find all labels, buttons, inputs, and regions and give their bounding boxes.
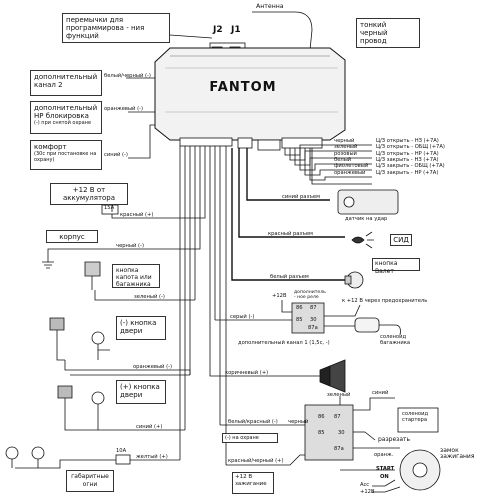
starter-relay-pin-30: 30 [338, 430, 345, 436]
comfort-box: комфорт (30с при постановке на охрану) [30, 140, 102, 170]
minus-door-box: (-) кнопка двери [116, 316, 166, 340]
comfort-wire: синий (-) [104, 152, 128, 158]
jumpers-note-text: перемычки для программирова - ния функци… [66, 16, 145, 40]
on-label: ON [380, 474, 389, 480]
fuse-note: к +12 В через предохранитель [342, 298, 428, 304]
cz-wire-label: Ц/З открыть - НР (+7А) [376, 151, 439, 157]
white-red-wire-label: белый/красный (-) [228, 419, 278, 425]
aux-relay-pin-87: 87 [310, 305, 317, 311]
comfort-note: (30с при постановке на охрану) [34, 151, 97, 163]
aux-relay-pin-87a: 87a [308, 325, 318, 331]
plus12b-label: +12В [360, 489, 375, 495]
orange-label: оранж. [374, 452, 394, 458]
led-box: СИД [390, 234, 412, 246]
cz-wire-color: зеленый [334, 144, 358, 150]
brown-wire-label: коричневый (+) [225, 370, 269, 376]
ignition-plus12-box: +12 В зажигание [232, 472, 274, 494]
blue-label: синий [372, 390, 389, 396]
jumpers-note-box: перемычки для программирова - ния функци… [62, 13, 170, 43]
blue-connector-label: синий разъем [282, 194, 321, 200]
starter-relay-pin-87: 87 [334, 414, 341, 420]
immobilizer-label: дополнительный НР блокировка [34, 104, 98, 120]
cz-wire-color: розовый [334, 151, 357, 157]
aux-relay-pin-86: 86 [296, 305, 303, 311]
black-label: черный [288, 419, 309, 425]
red-connector-label: красный разъем [268, 231, 313, 237]
cz-wire-color: оранжевый [334, 170, 366, 176]
thin-black-wire-text: тонкий черный провод [360, 21, 388, 45]
start-label: START [376, 466, 395, 472]
immobilizer-wire: оранжевый (-) [104, 106, 143, 112]
led-label: СИД [393, 236, 409, 244]
fuse-10a: 10A [116, 448, 127, 454]
aux-relay-pin-85: 85 [296, 317, 303, 323]
battery-label: +12 В от аккумулятора [62, 186, 116, 202]
immobilizer-note: (-) при снятой охране [34, 120, 92, 126]
trunk-solenoid-label: соленоид багажника [380, 334, 411, 346]
orange-wire-label: оранжевый (-) [133, 364, 172, 370]
battery-box: +12 В от аккумулятора [50, 183, 128, 205]
cz-wire-color: фиолетовый [334, 163, 369, 169]
channel2-wire: белый/черный (-) [104, 73, 151, 79]
immobilizer-box: дополнительный НР блокировка (-) при сня… [30, 101, 102, 134]
aux-relay-label: дополнитель - ное реле [294, 290, 326, 300]
red-black-wire-label: красный/черный (+) [228, 458, 284, 464]
cz-wire-label: Ц/З открыть - НЗ (+7А) [376, 138, 439, 144]
antenna-label: Антенна [256, 3, 284, 10]
fuse-15a: 15A [104, 205, 115, 211]
cz-wire-color: черный [334, 138, 355, 144]
body-box: корпус [46, 230, 98, 243]
ignition-plus12-label: +12 В зажигание [235, 474, 267, 487]
plus-door-box: (+) кнопка двери [116, 380, 166, 404]
body-label: корпус [59, 233, 85, 241]
ignition-lock-label: замок зажигания [440, 447, 475, 460]
comfort-label: комфорт [34, 143, 67, 151]
cut-label: разрезать [378, 436, 411, 443]
j1-label: J1 [231, 25, 241, 35]
aux-relay-pin-30: 30 [310, 317, 317, 323]
cz-wire-label: Ц/З закрыть - ОБЩ (+7А) [376, 163, 445, 169]
hood-button-box: кнопка капота или багажника [112, 264, 160, 288]
yellow-wire-label: желтый (+) [136, 454, 168, 460]
cz-wire-label: Ц/З закрыть - НЗ (+7А) [376, 157, 439, 163]
starter-relay-pin-87a: 87a [334, 446, 344, 452]
valet-box: кнопка Валет [372, 258, 420, 275]
channel2-label: дополнительный канал 2 [34, 73, 98, 89]
gray-wire-label: серый (-) [230, 314, 255, 320]
hood-button-label: кнопка капота или багажника [116, 267, 152, 288]
parking-lights-label: габаритные огни [71, 473, 109, 488]
black-wire-label: черный (-) [116, 243, 144, 249]
aux-channel1-label: дополнительный канал 1 (1,5с, -) [238, 340, 330, 346]
blue-wire-label: синий (+) [136, 424, 163, 430]
starter-relay-pin-86: 86 [318, 414, 325, 420]
parking-lights-box: габаритные огни [66, 470, 114, 492]
red-wire-label: красный (+) [120, 212, 154, 218]
on-guard-label: (-) на охране [225, 435, 259, 441]
relay-plus12: +12В [272, 293, 287, 299]
valet-label: кнопка Валет [375, 260, 398, 275]
starter-relay-pin-85: 85 [318, 430, 325, 436]
green-wire-label: зеленый (-) [134, 294, 165, 300]
control-unit-brand: FANTOM [209, 80, 277, 95]
green-label: зеленый [327, 392, 351, 398]
thin-black-wire-note: тонкий черный провод [356, 18, 420, 48]
channel2-box: дополнительный канал 2 [30, 70, 102, 96]
minus-door-label: (-) кнопка двери [120, 319, 157, 335]
acc-label: Acc [360, 482, 370, 488]
cz-wire-label: Ц/З открыть - ОБЩ (+7А) [376, 144, 445, 150]
white-connector-label: белый разъем [270, 274, 309, 280]
cz-wire-label: Ц/З закрыть - НР (+7А) [376, 170, 439, 176]
on-guard-box: (-) на охране [222, 433, 278, 443]
starter-solenoid-label: соленоид стартера [402, 411, 429, 423]
cz-wire-color: белый [334, 157, 352, 163]
j2-label: J2 [213, 25, 223, 35]
shock-sensor-label: датчик на удар [345, 216, 388, 222]
plus-door-label: (+) кнопка двери [120, 383, 160, 399]
